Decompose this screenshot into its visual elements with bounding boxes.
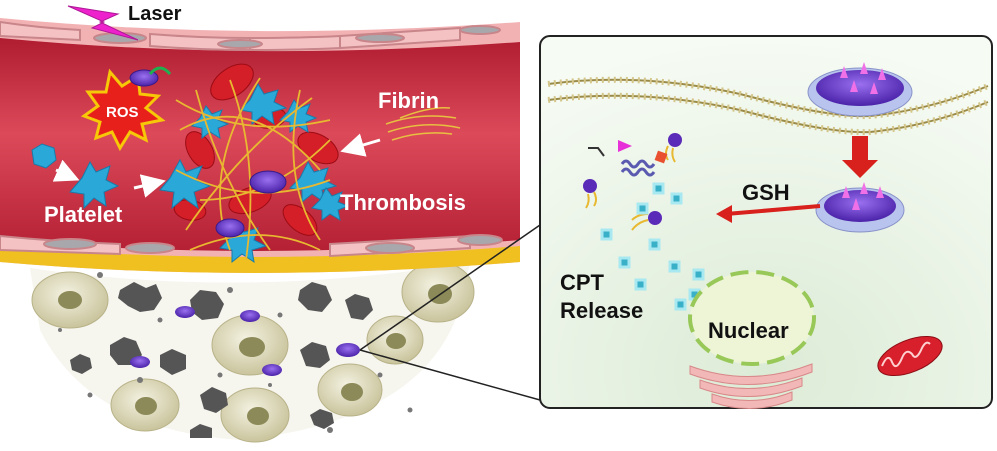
- laser-bolt-icon: [67, 5, 139, 41]
- internalization-arrow: [842, 136, 878, 178]
- cell-membrane: [547, 76, 990, 136]
- gsh-arrow-icon: [716, 204, 821, 223]
- blood-vessel: [0, 5, 520, 273]
- free-fibrin: [385, 106, 461, 141]
- endoplasmic-reticulum: [689, 363, 813, 409]
- mitochondrion-icon: [877, 335, 943, 377]
- thrombus-nanoparticles: [215, 170, 287, 238]
- tissue-region: [30, 261, 475, 443]
- release-label: Release: [560, 298, 643, 323]
- ros-burst-icon: [80, 66, 172, 152]
- cpt-label: CPT: [560, 270, 605, 295]
- platelet-label: Platelet: [44, 202, 123, 227]
- healthy-cells: [31, 261, 475, 443]
- nucleus: [688, 270, 816, 366]
- gsh-label: GSH: [742, 180, 790, 205]
- laser-label: Laser: [128, 3, 182, 25]
- intracellular-panel: [539, 35, 993, 409]
- thrombus: [159, 63, 350, 264]
- activated-platelets: [159, 82, 350, 264]
- fibrin-label: Fibrin: [378, 88, 439, 113]
- labels: Laser ROS Fibrin Platelet Thrombosis GSH…: [44, 3, 790, 343]
- platelet-arrows: [52, 133, 381, 198]
- polymer-fragments: [583, 133, 682, 231]
- tissue-nanoparticles: [130, 306, 360, 376]
- thrombosis-label: Thrombosis: [340, 190, 466, 215]
- debris-dots: [58, 272, 413, 433]
- nuclear-label: Nuclear: [708, 318, 789, 343]
- ros-label: ROS: [106, 104, 139, 121]
- zoom-lines: [359, 224, 541, 401]
- nanoparticle-internalized: [815, 182, 905, 233]
- nanoparticle-at-membrane: [807, 62, 913, 117]
- endothelial-wall-bottom: [0, 234, 503, 258]
- endothelial-wall-top: [0, 20, 501, 52]
